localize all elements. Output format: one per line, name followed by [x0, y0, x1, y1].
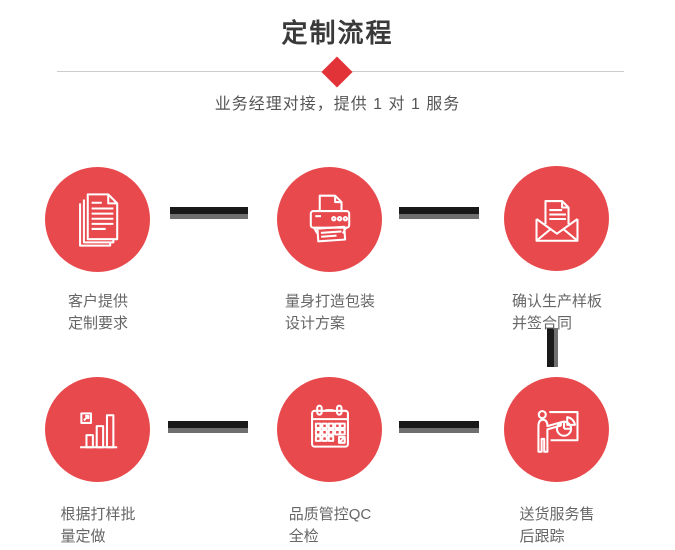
step-label-2: 量身打造包装 设计方案 [250, 291, 410, 335]
presenter-icon [536, 409, 579, 453]
diamond-icon [321, 56, 353, 88]
step-label-line: 设计方案 [284, 315, 345, 332]
step-circle-4 [45, 377, 150, 482]
connector-step4-step5 [168, 421, 248, 433]
step-label-line: 并签合同 [511, 315, 572, 332]
documents-icon [78, 192, 118, 247]
step-label-line: 全检 [288, 528, 319, 545]
step-label-line: 量定做 [60, 528, 106, 545]
connector-step3-step6 [547, 328, 558, 367]
step-circle-1 [45, 167, 150, 272]
step-circle-3 [504, 166, 609, 271]
step-label-1: 客户提供 定制要求 [18, 291, 178, 335]
step-label-line: 量身打造包装 [284, 293, 375, 310]
step-label-line: 品质管控QC [288, 506, 372, 523]
bar-chart-icon [79, 411, 117, 448]
step-label-4: 根据打样批 量定做 [18, 504, 178, 548]
step-label-3: 确认生产样板 并签合同 [477, 291, 637, 335]
connector-step2-step3 [399, 207, 479, 219]
connector-step1-step2 [170, 207, 248, 219]
step-label-line: 确认生产样板 [511, 293, 602, 310]
step-label-line: 客户提供 [67, 293, 128, 310]
calendar-icon [310, 404, 349, 448]
step-circle-2 [277, 167, 382, 272]
step-circle-5 [277, 377, 382, 482]
page-title: 定制流程 [281, 18, 394, 48]
step-label-line: 送货服务售 [519, 506, 595, 523]
step-label-6: 送货服务售 后跟踪 [477, 504, 637, 548]
envelope-icon [534, 199, 579, 242]
page-subtitle: 业务经理对接，提供 1 对 1 服务 [214, 96, 461, 113]
step-circle-6 [504, 377, 609, 482]
connector-step5-step6 [399, 421, 479, 433]
step-label-line: 定制要求 [67, 315, 128, 332]
step-label-line: 后跟踪 [519, 528, 565, 545]
printer-icon [309, 194, 350, 242]
step-label-5: 品质管控QC 全检 [250, 504, 410, 548]
step-label-line: 根据打样批 [60, 506, 136, 523]
